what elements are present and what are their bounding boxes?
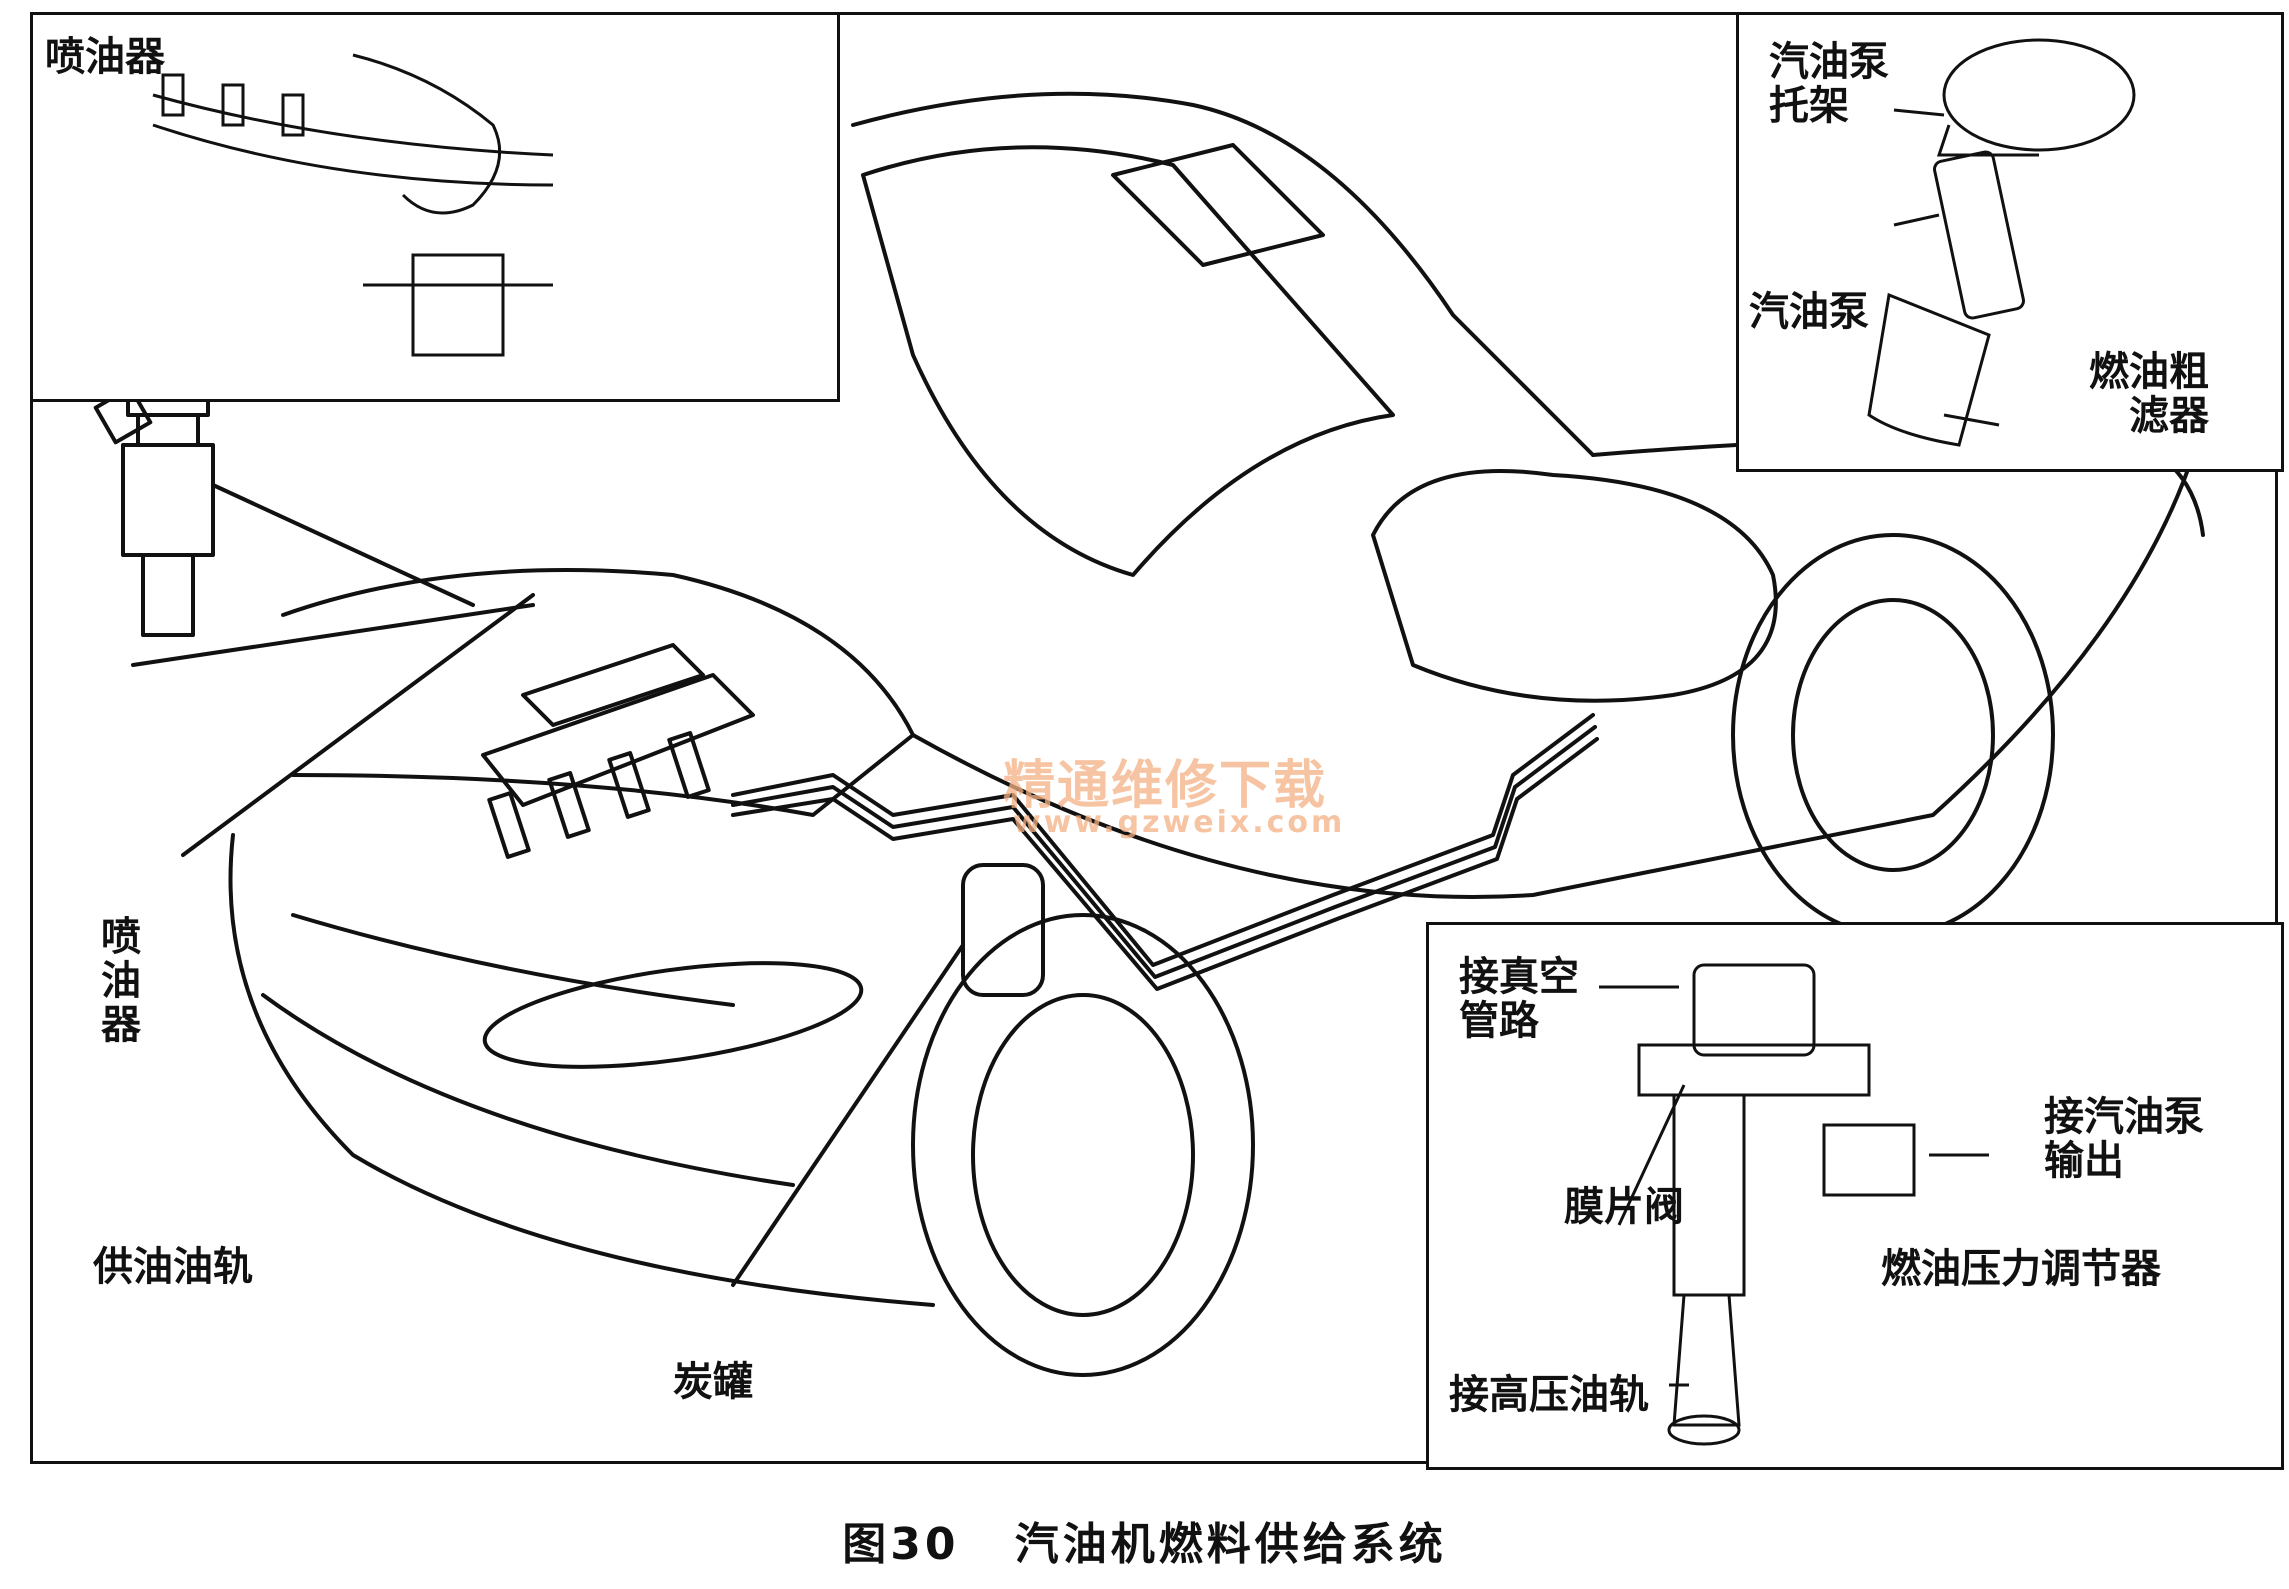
leader-injector bbox=[131, 603, 535, 667]
car-bumper bbox=[261, 993, 795, 1187]
pressure-regulator-label: 燃油压力调节器 bbox=[1881, 1246, 2161, 1292]
car-grille bbox=[291, 913, 735, 1007]
rear-wheel-hub bbox=[1791, 598, 1995, 872]
canister-label: 炭罐 bbox=[673, 1359, 753, 1405]
engine-fuel-rail-upper bbox=[521, 643, 705, 727]
front-wheel bbox=[911, 913, 1255, 1377]
figure-frame: 喷油器 汽油泵托架 汽油泵 燃油粗滤器 接真空管路 bbox=[30, 12, 2284, 1470]
leader-canister bbox=[731, 943, 965, 1287]
rear-wheel bbox=[1731, 533, 2055, 937]
car-fuel-system-illustration bbox=[93, 91, 2205, 1377]
inset-pressure-regulator: 接真空管路 膜片阀 接汽油泵输出 燃油压力调节器 接高压油轨 bbox=[1426, 922, 2284, 1470]
injector-detail-drawing bbox=[152, 53, 554, 357]
fuel-rail-label: 供油油轨 bbox=[93, 1244, 253, 1290]
car-sunroof bbox=[1111, 143, 1325, 267]
figure-title: 汽油机燃料供给系统 bbox=[1014, 1519, 1447, 1570]
pump-output-label: 接汽油泵输出 bbox=[2044, 1094, 2204, 1184]
high-pressure-rail-label: 接高压油轨 bbox=[1449, 1372, 1649, 1418]
charcoal-canister bbox=[961, 863, 1045, 997]
leader-injector-closeup bbox=[211, 483, 475, 607]
fuel-rail bbox=[481, 673, 755, 807]
inset-fuel-pump: 汽油泵托架 汽油泵 燃油粗滤器 bbox=[1736, 12, 2284, 472]
car-roof-outline bbox=[851, 91, 1595, 457]
injector-label: 喷油器 bbox=[101, 914, 141, 1048]
diaphragm-valve-label: 膜片阀 bbox=[1564, 1184, 1684, 1230]
car-side bbox=[911, 453, 2195, 899]
fuel-pump-label: 汽油泵 bbox=[1749, 289, 1869, 335]
pump-bracket-label: 汽油泵托架 bbox=[1769, 39, 1889, 129]
car-hood bbox=[281, 568, 915, 817]
inset-injector-title: 喷油器 bbox=[45, 34, 165, 80]
vacuum-line-label: 接真空管路 bbox=[1459, 954, 1579, 1044]
watermark-url: www.gzweix.com bbox=[1013, 805, 1346, 840]
car-headlight bbox=[482, 961, 864, 1069]
fuel-pump-drawing bbox=[1867, 38, 2136, 447]
fuel-line bbox=[731, 737, 1599, 991]
fuel-tank bbox=[1371, 469, 1778, 703]
inset-injector-detail: 喷油器 bbox=[30, 12, 840, 402]
watermark-text: 精通维修下载 bbox=[1003, 756, 1328, 816]
figure-number: 图30 bbox=[842, 1519, 960, 1570]
front-wheel-hub bbox=[971, 993, 1195, 1317]
fuel-strainer-label: 燃油粗滤器 bbox=[2089, 349, 2209, 439]
figure-caption: 图30 汽油机燃料供给系统 bbox=[0, 1508, 2289, 1572]
car-front-fascia bbox=[228, 833, 935, 1307]
pressure-regulator-drawing bbox=[1599, 963, 1989, 1446]
leader-fuel-rail bbox=[181, 593, 535, 857]
fuel-line bbox=[731, 713, 1595, 967]
rail-injectors bbox=[487, 731, 711, 859]
car-windshield bbox=[861, 145, 1395, 577]
fuel-line bbox=[731, 725, 1597, 979]
